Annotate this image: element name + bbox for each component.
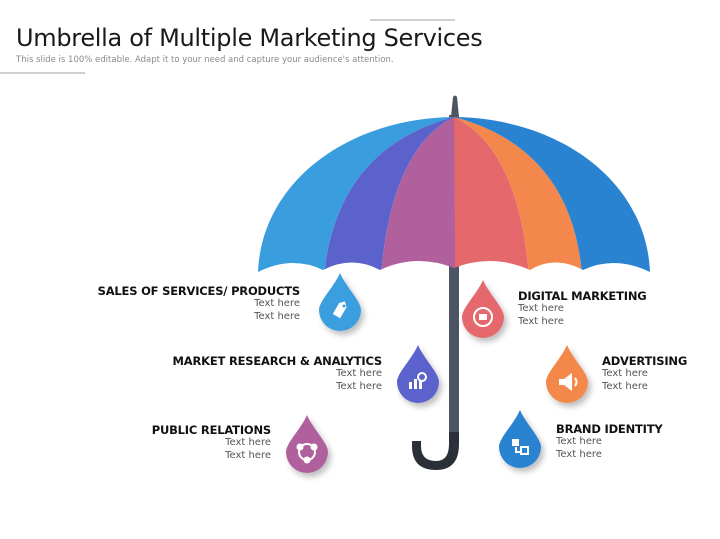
service-text: Text here — [602, 380, 648, 392]
page-title: Umbrella of Multiple Marketing Services — [16, 24, 483, 52]
service-advertising: ADVERTISING Text here Text here — [602, 354, 687, 393]
service-sales: SALES OF SERVICES/ PRODUCTS Text here Te… — [97, 284, 301, 323]
service-digital-marketing: DIGITAL MARKETING Text here Text here — [518, 289, 647, 328]
drop-badge — [546, 345, 588, 403]
service-text: Text here — [518, 303, 564, 314]
service-text: Text here — [556, 448, 602, 460]
service-title: SALES OF SERVICES/ PRODUCTS — [97, 284, 301, 298]
brand-boxes-icon — [512, 439, 529, 455]
drop-badge — [462, 280, 504, 338]
umbrella-handle — [412, 432, 459, 470]
canopy-panel — [380, 117, 455, 272]
service-text: Text here — [254, 310, 300, 322]
service-text: Text here — [518, 315, 564, 327]
drop-badge — [319, 273, 361, 331]
service-text: Text here — [336, 380, 382, 392]
service-market-research: MARKET RESEARCH & ANALYTICS Text here Te… — [172, 354, 383, 393]
service-title: BRAND IDENTITY — [556, 422, 663, 436]
drop-badge — [286, 415, 328, 473]
service-text: Text here — [225, 437, 271, 448]
decor-line — [370, 19, 455, 21]
page-subtitle: This slide is 100% editable. Adapt it to… — [16, 55, 394, 65]
canopy-panel — [323, 117, 454, 272]
canopy-panel — [454, 117, 583, 272]
drop-badge — [397, 345, 439, 403]
drop-shape — [319, 273, 361, 331]
drop-shape — [546, 345, 588, 403]
service-text: Text here — [336, 368, 382, 379]
digital-cycle-icon — [473, 307, 493, 327]
service-text: Text here — [556, 436, 602, 447]
umbrella-shaft — [449, 115, 459, 433]
umbrella-tip — [451, 95, 459, 117]
service-text: Text here — [254, 298, 300, 309]
drop-badge — [499, 410, 541, 468]
service-title: PUBLIC RELATIONS — [151, 423, 271, 437]
umbrella-canopy — [258, 117, 650, 272]
drop-shape — [499, 410, 541, 468]
canopy-panel — [454, 117, 530, 272]
service-title: ADVERTISING — [602, 354, 688, 368]
service-brand-identity: BRAND IDENTITY Text here Text here — [556, 422, 663, 461]
decor-line — [0, 72, 85, 74]
service-title: MARKET RESEARCH & ANALYTICS — [172, 354, 383, 368]
analytics-chart-icon — [409, 372, 427, 389]
megaphone-icon — [559, 373, 578, 391]
service-title: DIGITAL MARKETING — [518, 289, 647, 303]
people-network-icon — [296, 443, 318, 464]
price-tag-icon — [332, 301, 347, 319]
service-text: Text here — [602, 368, 648, 379]
service-public-relations: PUBLIC RELATIONS Text here Text here — [152, 423, 271, 462]
service-text: Text here — [225, 449, 271, 461]
